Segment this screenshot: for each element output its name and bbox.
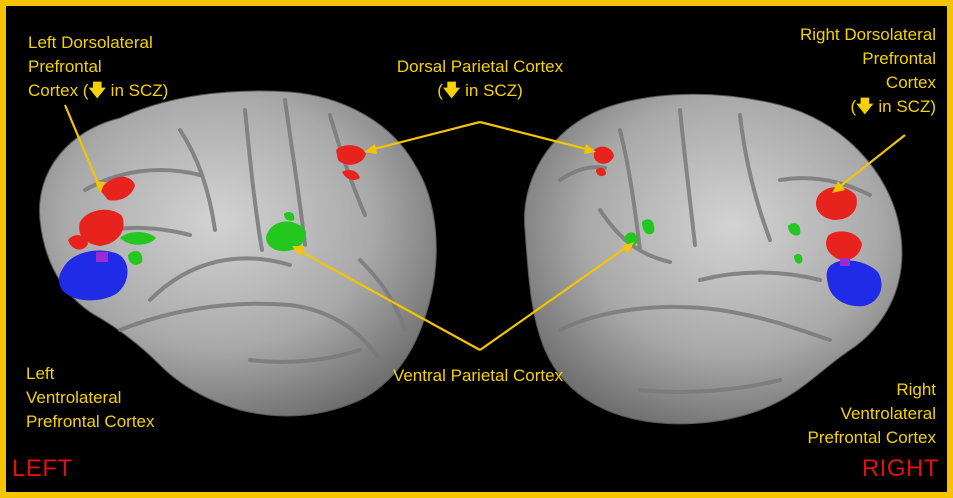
- left-dlpfc-line3: Cortex (🡇 in SCZ): [28, 79, 168, 103]
- left-vlpfc-label: Left Ventrolateral Prefrontal Cortex: [26, 362, 155, 434]
- dorsal-parietal-label: Dorsal Parietal Cortex (🡇 in SCZ): [382, 55, 578, 103]
- left-dlpfc-line1: Left Dorsolateral: [28, 31, 168, 55]
- down-arrow-icon: 🡇: [88, 81, 105, 100]
- left-vlpfc-line2: Ventrolateral: [26, 386, 155, 410]
- side-label-right: RIGHT: [862, 455, 939, 483]
- ventral-parietal-label: Ventral Parietal Cortex: [372, 364, 584, 388]
- right-dlpfc-line2: Prefrontal: [800, 47, 936, 71]
- left-dlpfc-line2: Prefrontal: [28, 55, 168, 79]
- right-dlpfc-line3: Cortex: [800, 71, 936, 95]
- ventral-parietal-line1: Ventral Parietal Cortex: [372, 364, 584, 388]
- right-vlpfc-line2: Ventrolateral: [808, 402, 937, 426]
- side-label-left: LEFT: [12, 455, 73, 483]
- left-vlpfc-line3: Prefrontal Cortex: [26, 410, 155, 434]
- right-vlpfc-label: Right Ventrolateral Prefrontal Cortex: [808, 378, 937, 450]
- right-vlpfc-line3: Prefrontal Cortex: [808, 426, 937, 450]
- right-dlpfc-line4: (🡇 in SCZ): [800, 95, 936, 119]
- left-vlpfc-line1: Left: [26, 362, 155, 386]
- dorsal-parietal-line1: Dorsal Parietal Cortex: [382, 55, 578, 79]
- right-dlpfc-label: Right Dorsolateral Prefrontal Cortex (🡇 …: [800, 23, 936, 119]
- dorsal-parietal-line2: (🡇 in SCZ): [382, 79, 578, 103]
- down-arrow-icon: 🡇: [856, 97, 873, 116]
- down-arrow-icon: 🡇: [443, 81, 460, 100]
- right-vlpfc-line1: Right: [808, 378, 937, 402]
- right-dlpfc-line1: Right Dorsolateral: [800, 23, 936, 47]
- left-dlpfc-label: Left Dorsolateral Prefrontal Cortex (🡇 i…: [28, 31, 168, 103]
